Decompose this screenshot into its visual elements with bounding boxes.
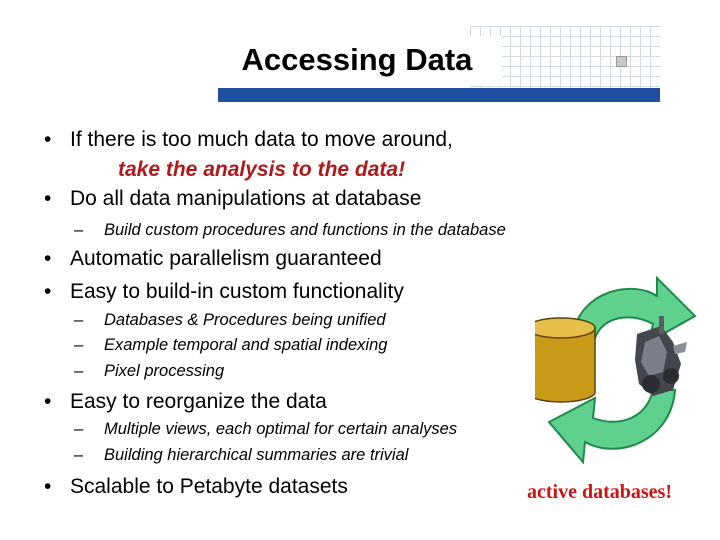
bullet-item: • Easy to build-in custom functionality [44,279,404,305]
active-databases-label: active databases! [527,481,672,503]
sub-bullet-text: Databases & Procedures being unified [104,311,386,329]
sub-bullet-item: – Databases & Procedures being unified [74,309,386,331]
dash-marker: – [74,336,84,354]
sub-bullet-item: – Build custom procedures and functions … [74,219,506,241]
sub-bullet-item: – Example temporal and spatial indexing [74,334,388,356]
sub-bullet-item: – Pixel processing [74,360,225,382]
bullet-text: If there is too much data to move around… [70,128,453,151]
header-square-icon [616,56,627,67]
bullet-text: Easy to build-in custom functionality [70,280,404,303]
bullet-text: Scalable to Petabyte datasets [70,475,348,498]
dash-marker: – [74,420,84,438]
active-database-graphic [535,275,697,465]
bullet-item: • If there is too much data to move arou… [44,127,453,153]
bullet-marker: • [44,475,52,498]
bullet-marker: • [44,247,52,270]
slide-title: Accessing Data [241,42,473,77]
bullet-marker: • [44,280,52,303]
cycle-arrow-bottom-icon [547,389,677,465]
dash-marker: – [74,311,84,329]
database-cylinder-icon [535,317,596,403]
emphasis-text: take the analysis to the data! [118,158,406,181]
cycle-arrow-top-icon [571,275,697,344]
sub-bullet-text: Pixel processing [104,362,225,380]
title-background [212,36,502,86]
dash-marker: – [74,362,84,380]
bullet-item: • Scalable to Petabyte datasets [44,474,348,500]
header-bar [218,88,660,102]
bullet-item: • Do all data manipulations at database [44,186,422,212]
sub-bullet-text: Example temporal and spatial indexing [104,336,388,354]
dash-marker: – [74,446,84,464]
sub-bullet-item: – Multiple views, each optimal for certa… [74,418,458,440]
dash-marker: – [74,221,84,239]
sub-bullet-text: Build custom procedures and functions in… [104,221,506,239]
bullet-item: • Easy to reorganize the data [44,389,327,415]
sub-bullet-item: – Building hierarchical summaries are tr… [74,444,409,466]
bullet-continuation: take the analysis to the data! [118,157,405,183]
bullet-text: Easy to reorganize the data [70,390,327,413]
sub-bullet-text: Multiple views, each optimal for certain… [104,420,458,438]
sub-bullet-text: Building hierarchical summaries are triv… [104,446,409,464]
bullet-marker: • [44,390,52,413]
bullet-marker: • [44,187,52,210]
bullet-text: Do all data manipulations at database [70,187,422,210]
bullet-item: • Automatic parallelism guaranteed [44,246,382,272]
bullet-text: Automatic parallelism guaranteed [70,247,382,270]
bullet-marker: • [44,128,52,151]
machine-icon [635,316,687,396]
